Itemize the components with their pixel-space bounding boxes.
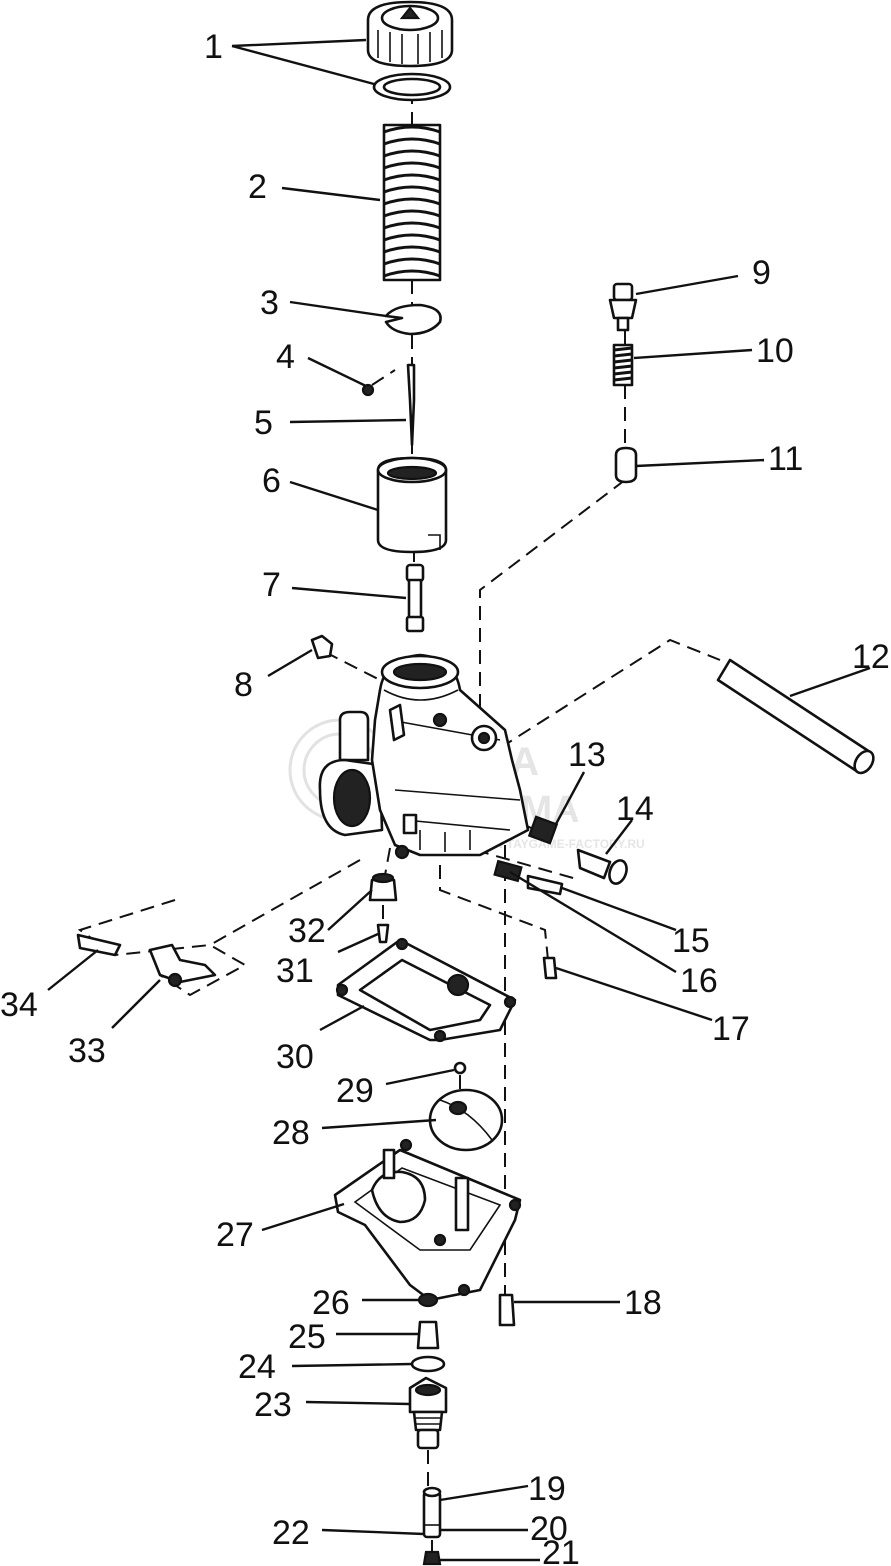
part-6-throttle-valve [376,456,448,554]
part-1-mixing-chamber-cap [366,0,454,102]
callout-13: 13 [568,736,606,774]
callout-28: 28 [272,1114,310,1152]
carburetor-body [318,653,530,860]
part-11-starter-plunger [614,446,638,484]
callout-3: 3 [260,284,279,322]
callout-6: 6 [262,462,281,500]
part-18-drain-screw [498,1293,516,1327]
callout-33: 33 [68,1032,106,1070]
part-10-spring [612,343,634,387]
callout-2: 2 [248,168,267,206]
callout-5: 5 [254,404,273,442]
callout-27: 27 [216,1216,254,1254]
callout-34: 34 [0,986,38,1024]
part-29-float-pin [453,1061,467,1075]
callout-7: 7 [262,566,281,604]
callout-16: 16 [680,962,718,1000]
part-7-needle-jet [405,563,425,633]
part-12-vent-tube [716,658,875,775]
part-31-32-float-valve [368,872,398,944]
callout-12: 12 [852,638,890,676]
callout-26: 26 [312,1284,350,1322]
part-5-jet-needle [406,363,416,447]
part-14-pilot-air-screw [576,848,628,885]
part-25-pilot-jet [416,1320,440,1350]
part-21-main-jet [422,1550,442,1566]
callout-19: 19 [528,1470,566,1508]
callout-29: 29 [336,1072,374,1110]
parts [76,0,875,1566]
callout-24: 24 [238,1348,276,1386]
callout-21: 21 [542,1534,580,1566]
part-13-spring [527,815,559,845]
leader-lines [47,38,871,1562]
callout-4: 4 [276,338,295,376]
part-17-float-pin [542,956,558,980]
callout-18: 18 [624,1284,662,1322]
callout-23: 23 [254,1386,292,1424]
callout-22: 22 [272,1514,310,1552]
callout-30: 30 [276,1038,314,1076]
part-4-e-clip [361,383,375,397]
callout-1: 1 [204,28,223,66]
part-28-float [428,1088,504,1152]
callout-20: 20 [530,1510,568,1548]
callout-8: 8 [234,666,253,704]
callout-9: 9 [752,254,771,292]
part-2-throttle-valve-spring [382,123,442,282]
part-9-cable-adjuster [608,282,638,332]
part-23-main-jet-holder [408,1376,448,1450]
callout-labels: 1 2 3 4 5 6 7 8 9 10 11 12 13 14 15 16 1… [0,28,890,1566]
part-30-float-bowl-gasket [335,937,517,1043]
callout-15: 15 [672,922,710,960]
callout-11: 11 [768,440,803,478]
callout-17: 17 [712,1010,750,1048]
callout-10: 10 [756,332,794,370]
part-26-o-ring [417,1292,439,1308]
part-8-cap-screw [310,634,334,660]
part-33-34-bracket-and-gasket [76,933,217,988]
callout-31: 31 [276,952,314,990]
callout-14: 14 [616,790,654,828]
part-24-washer [410,1355,446,1373]
part-3-needle-retainer-plate [384,303,442,336]
callout-25: 25 [288,1318,326,1356]
watermark-line-3: WWW.TAYGAME-FACTORY.RU [470,837,645,851]
callout-32: 32 [288,912,326,950]
part-27-float-bowl [333,1138,522,1302]
part-22-tube [422,1486,442,1539]
